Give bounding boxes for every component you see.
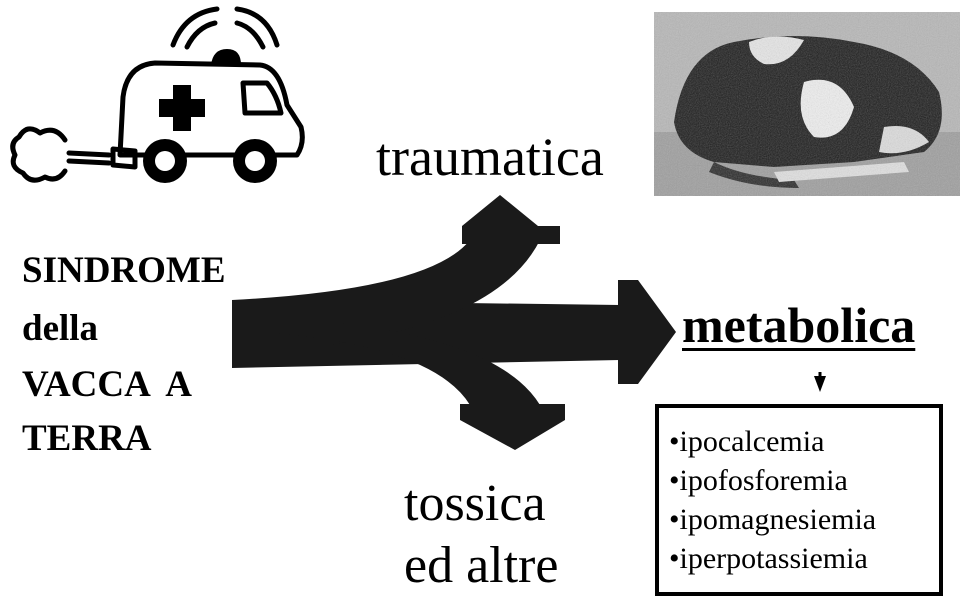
list-item: •ipofosforemia <box>669 461 939 500</box>
label-tossica: tossica <box>404 478 546 530</box>
list-item: •iperpotassiemia <box>669 539 939 578</box>
label-traumatica: traumatica <box>376 130 604 184</box>
title-line-4: TERRA <box>22 420 152 457</box>
title-line-3: VACCA A <box>22 366 192 403</box>
title-line-2: della <box>22 310 98 347</box>
arrow-head-bottom <box>460 404 565 450</box>
list-item: •ipomagnesiemia <box>669 500 939 539</box>
arrow-head-right <box>618 280 676 384</box>
list-item: •ipocalcemia <box>669 422 939 461</box>
metabolic-causes-box: •ipocalcemia •ipofosforemia •ipomagnesie… <box>655 404 943 596</box>
arrow-head-top <box>462 195 560 244</box>
label-metabolica: metabolica <box>682 300 915 350</box>
title-line-1: SINDROME <box>22 252 226 289</box>
label-ed-altre: ed altre <box>404 540 558 592</box>
